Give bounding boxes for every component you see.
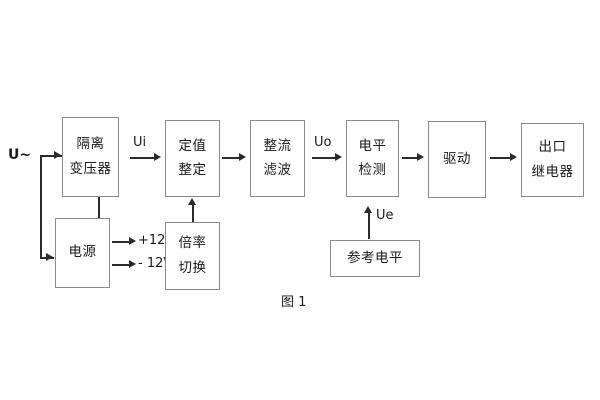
arrowhead-level-to-drive	[417, 152, 424, 161]
block-multiplier-switch-line-1: 倍率	[178, 235, 207, 251]
block-reference-level-line-1: 参考电平	[347, 249, 403, 266]
wire-input-vertical-drop	[40, 155, 42, 258]
wire-multiplier-to-setting	[192, 203, 194, 222]
figure-caption: 图 1	[281, 295, 307, 310]
block-isolation-transformer-line-2: 变压器	[69, 160, 112, 177]
signal-label-ue: Ue	[376, 208, 394, 223]
block-rectify-filter: 整流 滤波	[250, 120, 305, 197]
block-reference-level: 参考电平	[330, 240, 420, 277]
block-multiplier-switch-line-2: 切换	[178, 259, 207, 276]
block-output-relay-line-1: 出口	[538, 139, 567, 155]
wire-level-to-drive	[402, 157, 420, 159]
wire-power-supply-stub	[40, 257, 54, 259]
block-rectify-filter-line-2: 滤波	[263, 162, 292, 178]
block-output-relay: 出口 继电器	[521, 123, 584, 197]
arrowhead-rail-positive	[129, 236, 136, 245]
block-drive: 驱动	[428, 121, 486, 198]
wire-rail-positive	[112, 241, 132, 243]
arrowhead-transformer-to-setting	[154, 152, 161, 161]
block-drive-line-1: 驱动	[443, 150, 471, 167]
wire-drive-to-relay	[490, 157, 513, 159]
block-power-supply: 电源	[55, 218, 110, 288]
input-label-u: U~	[8, 147, 32, 163]
block-level-detection-line-1: 电平	[358, 137, 387, 154]
block-isolation-transformer: 隔离 变压器	[62, 117, 119, 197]
wire-reference-to-level	[368, 211, 370, 239]
wire-rail-negative	[112, 264, 132, 266]
signal-label-uo: Uo	[314, 135, 332, 150]
signal-label-ui: Ui	[133, 135, 147, 150]
block-rectify-filter-line-1: 整流	[263, 137, 292, 154]
block-level-detection-line-2: 检测	[358, 162, 387, 178]
arrowhead-multiplier-to-setting	[188, 198, 196, 205]
arrowhead-rail-negative	[129, 259, 136, 268]
block-isolation-transformer-line-1: 隔离	[76, 136, 105, 152]
block-setting-value-line-2: 整定	[178, 162, 207, 178]
wire-rectify-to-level	[312, 157, 337, 159]
block-setting-value-line-1: 定值	[178, 137, 207, 154]
block-output-relay-line-2: 继电器	[531, 163, 574, 180]
block-level-detection: 电平 检测	[346, 120, 399, 197]
block-power-supply-line-1: 电源	[68, 244, 97, 261]
wire-transformer-to-setting	[130, 157, 156, 159]
arrowhead-drive-to-relay	[510, 152, 517, 161]
block-multiplier-switch: 倍率 切换	[165, 222, 220, 290]
arrowhead-input-to-power-supply	[46, 252, 53, 261]
arrowhead-reference-to-level	[364, 206, 373, 213]
wire-setting-to-rectify	[222, 157, 242, 159]
wire-input-branch-vertical	[98, 155, 100, 258]
arrowhead-setting-to-rectify	[239, 152, 246, 161]
arrowhead-input-to-transformer	[54, 150, 61, 159]
arrowhead-rectify-to-level	[335, 152, 342, 161]
block-setting-value: 定值 整定	[165, 120, 220, 197]
rail-label-negative: - 12V	[138, 256, 173, 271]
